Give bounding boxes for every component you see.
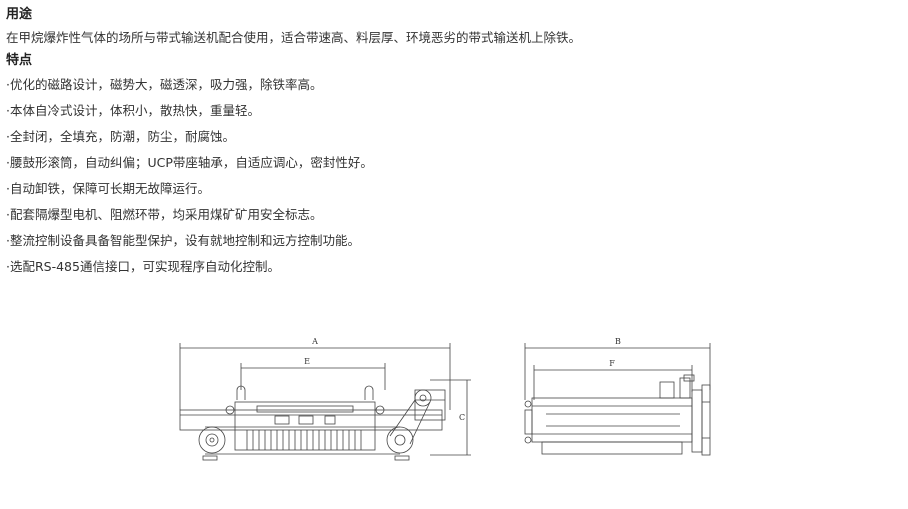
dim-label-e: E [304,357,310,366]
dim-label-a: A [311,337,318,346]
dim-label-f: F [609,359,615,368]
product-info: 用途 在甲烷爆炸性气体的场所与带式输送机配合使用，适合带速高、料层厚、环境恶劣的… [6,6,896,284]
front-view-drawing: A E C [179,337,471,461]
feature-item: ·配套隔爆型电机、阻燃环带，均采用煤矿矿用安全标志。 [6,207,323,222]
feature-item: ·自动卸铁，保障可长期无故障运行。 [6,181,210,196]
feature-item: ·全封闭，全填充，防潮，防尘，耐腐蚀。 [6,129,235,144]
dim-label-b: B [615,337,621,346]
feature-item: ·本体自冷式设计，体积小，散热快，重量轻。 [6,103,260,118]
dim-label-c: C [459,413,465,422]
feature-item: ·腰鼓形滚筒，自动纠偏；UCP带座轴承，自适应调心，密封性好。 [6,155,373,170]
feature-item: ·优化的磁路设计，磁势大，磁透深，吸力强，除铁率高。 [6,77,323,92]
feature-item: ·整流控制设备具备智能型保护，设有就地控制和远方控制功能。 [6,233,360,248]
features-title: 特点 [6,53,33,68]
feature-item: ·选配RS-485通信接口，可实现程序自动化控制。 [6,259,280,274]
use-title: 用途 [6,7,33,22]
cooling-fins [246,430,362,450]
features-list: ·优化的磁路设计，磁势大，磁透深，吸力强，除铁率高。 ·本体自冷式设计，体积小，… [6,76,896,284]
technical-drawings: A E C [0,330,908,470]
use-text: 在甲烷爆炸性气体的场所与带式输送机配合使用，适合带速高、料层厚、环境恶劣的带式输… [6,30,582,45]
side-view-drawing: B F [524,337,711,456]
